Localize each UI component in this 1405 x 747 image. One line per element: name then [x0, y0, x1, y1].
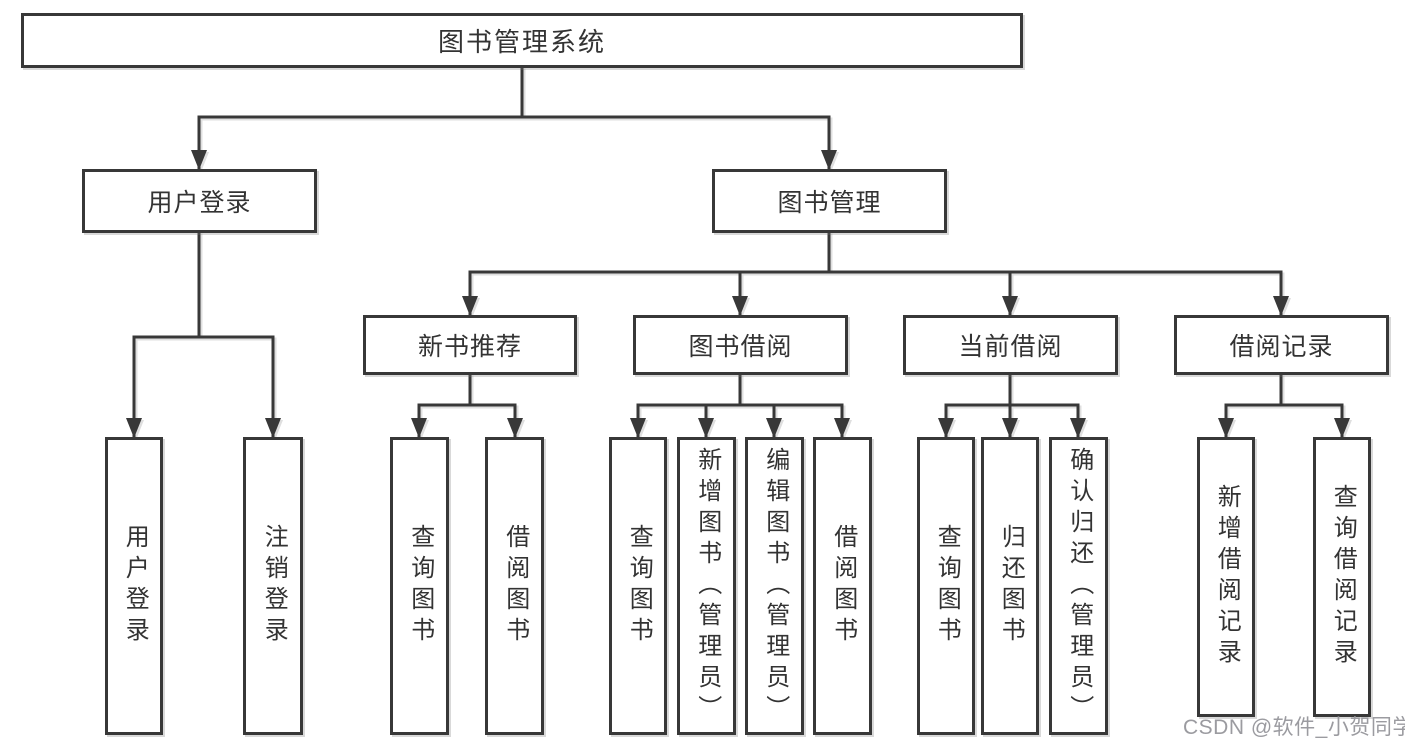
node-new-book-recommend: 新书推荐 — [363, 315, 577, 375]
node-user-login: 用户登录 — [82, 169, 317, 233]
leaf-logout: 注销登录 — [243, 437, 303, 735]
leaf-query-borrow-record: 查询借阅记录 — [1313, 437, 1371, 717]
leaf-borrow-books-newbooks: 借阅图书 — [485, 437, 544, 735]
leaf-query-books-current: 查询图书 — [917, 437, 975, 735]
node-current-borrowing: 当前借阅 — [903, 315, 1118, 375]
root-title: 图书管理系统 — [437, 27, 606, 57]
leaf-user-login: 用户登录 — [105, 437, 163, 735]
node-book-borrowing-label: 图书借阅 — [688, 333, 793, 361]
leaf-add-borrow-record: 新增借阅记录 — [1197, 437, 1255, 717]
node-user-login-label: 用户登录 — [147, 189, 252, 217]
leaf-confirm-return-admin: 确认归还（管理员） — [1049, 437, 1108, 735]
csdn-watermark: CSDN @软件_小贺同学 — [1183, 716, 1405, 739]
leaf-return-books: 归还图书 — [981, 437, 1039, 735]
leaf-query-books-newbooks: 查询图书 — [390, 437, 449, 735]
node-book-management: 图书管理 — [712, 169, 947, 233]
node-borrowing-records-label: 借阅记录 — [1229, 333, 1334, 361]
leaf-edit-books-admin: 编辑图书（管理员） — [745, 437, 804, 735]
leaf-add-books-admin: 新增图书（管理员） — [677, 437, 736, 735]
node-current-borrowing-label: 当前借阅 — [958, 333, 1063, 361]
node-borrowing-records: 借阅记录 — [1174, 315, 1389, 375]
node-root-library-system: 图书管理系统 — [21, 13, 1023, 68]
node-book-borrowing: 图书借阅 — [633, 315, 848, 375]
leaf-query-books-borrowing: 查询图书 — [609, 437, 667, 735]
node-new-book-recommend-label: 新书推荐 — [417, 333, 522, 361]
node-book-management-label: 图书管理 — [777, 189, 882, 217]
leaf-borrow-books-borrowing: 借阅图书 — [813, 437, 872, 735]
